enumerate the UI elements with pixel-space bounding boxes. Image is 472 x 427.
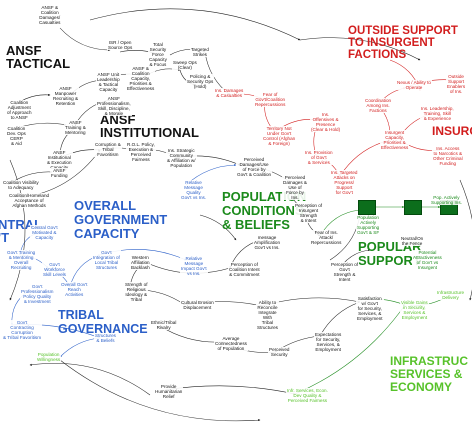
node-corruption-tribal: Corruption & Tribal Favoritism <box>94 142 122 157</box>
node-infra-delivery: Infrastructure Delivery <box>436 290 466 300</box>
node-rol-policy: R.O.L. Policy, Execution & Perceived Fai… <box>126 142 156 162</box>
node-satisfaction: Satisfaction w/ Gov't for Security, Serv… <box>356 296 384 321</box>
node-western-backlash: Western Affiliation Backlash <box>130 255 151 270</box>
node-coalition-visibility: Coalition Visibility to Adequacy <box>2 180 40 190</box>
node-sweep-ops: Sweep Ops (Clear) <box>172 60 198 70</box>
node-gov-workforce: Gov't Workforce Skill Levels <box>42 262 67 277</box>
causal-arrow <box>199 214 237 241</box>
section-ansf-institutional: ANSF INSTITUTIONAL <box>100 112 199 140</box>
node-coalition-leadership: Coalition Dev. Ops CERP & Aid <box>6 126 27 146</box>
node-coalition-host-nation: Coalition/Homeland Acceptance of Afghan … <box>8 193 51 208</box>
node-coalition-tactical: Coalition Adjustment of Approach to ANSF <box>6 100 33 120</box>
node-relative-message: Relative Message Quality Gov't vs Ins. <box>180 180 208 200</box>
node-ins-provision: Ins. Provision of Gov't & Services <box>304 150 334 165</box>
node-ansf-funding: ANSF Funding <box>50 168 69 178</box>
stock-box-neutral <box>404 200 422 215</box>
node-narcotics: Ins. Access to Narcotics & Other Crimina… <box>432 146 464 166</box>
node-neutral-fence: Neutral/On the Fence <box>400 236 425 246</box>
causal-arrow <box>299 37 421 61</box>
causal-arrow <box>29 362 151 396</box>
node-perception-insurgent: Perception of Insurgent Strength & Inten… <box>294 203 324 223</box>
node-ansf-coalition-capacity: ANSF & Coalition Capacity, Priorities & … <box>126 66 156 91</box>
node-perceived-damages-ins: Perceived Damages & Use of Force by Ins. <box>282 175 309 200</box>
node-ansf-institutional-capacity: ANSF Institutional & Execution Capacity <box>46 150 73 170</box>
node-gov-contracting: Gov't Contracting Corruption & Tribal Fa… <box>2 320 43 340</box>
node-ansf-training: ANSF Training & Mentoring <box>64 120 87 135</box>
node-coordination-insurgent: Coordination Among Ins. Factions <box>364 98 393 113</box>
node-ansf-manpower: ANSF Manpower Recruiting & Retention <box>52 86 80 106</box>
node-total-security-force: Total Security Force Capacity & Focus <box>148 42 168 67</box>
node-ins-strategic: Ins. Strategic Community & Affiliation w… <box>166 148 197 168</box>
node-ethnic-tribal: Ethnic/Tribal Rivalry <box>150 320 178 330</box>
node-expectations: Expectations for Security, Services, & E… <box>314 332 343 352</box>
node-provide-humanitarian: Provide Humanitarian Relief <box>154 384 184 399</box>
causal-arrow <box>89 8 301 41</box>
node-overall-gov-reach: Overall Gov't Reach Activities <box>60 282 89 297</box>
stock-box-pro-government <box>358 200 376 215</box>
node-perceived-security: Perceived Security <box>268 347 291 357</box>
node-ansf-unit-leadership: ANSF Unit Leadership & Tactical Capacity <box>96 72 121 92</box>
causal-arrow <box>294 304 406 395</box>
node-tribal-structure: Structures & Beliefs <box>94 333 117 343</box>
node-ins-offensives: Ins. Offensives & Presence (Clear & Hold… <box>310 112 342 132</box>
node-perceived-damages: Perceived Damages/Use of Force by Gov't … <box>236 157 273 177</box>
node-insurgent-capacity: Insurgent Capacity, Priorities & Effecti… <box>380 130 410 150</box>
node-targeted-strikes: Targeted Strikes <box>190 47 210 57</box>
node-ins-leadership: Ins. Leadership, Training, Skill & Exper… <box>420 106 455 121</box>
node-gov-strength: Perception of Gov't Strength & Intent <box>330 262 360 282</box>
node-ability-reconcile: Ability to Reconcile Integrate With Trib… <box>256 300 279 330</box>
section-ansf-tactical: ANSF TACTICAL <box>6 43 71 71</box>
node-gov-professionalism: Gov't Professionalism Policy Quality & I… <box>20 284 55 304</box>
causal-arrow <box>319 301 361 337</box>
section-tribal-governance: TRIBAL GOVERNANCE <box>58 308 148 336</box>
node-average-connectedness: Average Connectedness of Population <box>214 336 248 351</box>
node-infra-services: Infr. Services, Econ. Dev Quality & Perc… <box>286 388 329 403</box>
node-policing-security: Policing & Security Ops (Hold) <box>186 74 215 89</box>
node-cultural-erosion: Cultural Erosion Displacement <box>180 300 215 310</box>
node-potential-attractiveness: Potential Attractiveness of Gov't vs Ins… <box>412 250 443 270</box>
node-pop-willingness: Population Willingness <box>36 352 62 362</box>
node-visible-gains: Visible Gains in Security, Services & Em… <box>400 300 429 320</box>
node-nexus-ability: Nexus / Ability to Operate <box>396 80 432 90</box>
node-strength-religious: Strength of Religious Ideology & Tribal <box>124 282 149 302</box>
node-gov-training: Gov't Training & Mentoring Overall Recru… <box>6 250 37 270</box>
node-central-govt-node: Central Gov't Motivated & Capacity <box>30 225 59 240</box>
node-popular-activity-ins: Pop. Actively Supporting Ins. <box>430 195 463 205</box>
node-territory-not-under: Territory Not Under Gov't Control (Afgha… <box>262 126 297 146</box>
node-isr-open-source: ISR / Open Source Ops <box>107 40 134 50</box>
section-infrastructure: INFRASTRUC SERVICES & ECONOMY <box>390 354 468 394</box>
node-ins-targeted-attacks: Ins. Targeted Attacks on Progress/ Suppo… <box>330 170 359 195</box>
node-ansf-professionalism: ANSF Professionalism, Skill, Discipline,… <box>96 96 132 116</box>
causal-arrow <box>164 385 296 395</box>
node-fear-ins: Fear of Ins. Attack/ Repercussions <box>310 230 343 245</box>
node-gov-integration: Gov't Integration of Local Tribal Struct… <box>92 250 121 270</box>
causal-arrow <box>459 179 472 301</box>
node-ansf-coalition-damages: ANSF & Coalition Damages/ Casualties <box>38 5 62 25</box>
node-message-amp: message Amplification Gov't vs Ins. <box>253 235 282 250</box>
causal-arrow <box>59 359 261 422</box>
node-fear-gov-coalition: Fear of Gov't/Coalition Repercussions <box>254 92 287 107</box>
node-relative-message-2: Relative Message Impact Gov't vs Ins. <box>180 256 208 276</box>
causal-arrow <box>59 27 111 52</box>
section-insurgents: INSURG <box>432 124 472 138</box>
causal-arrow <box>9 159 26 301</box>
node-ins-damages: Ins. Damages & Casualties <box>214 88 245 98</box>
section-outside-support: OUTSIDE SUPPORT TO INSURGENT FACTIONS <box>348 25 458 61</box>
node-perception-intent: Perception of Coalition Intent & Commitm… <box>228 262 261 277</box>
node-outside-support-enablers: Outside Support Enablers of Ins. <box>446 74 467 94</box>
section-overall-government-capacity: OVERALL GOVERNMENT CAPACITY <box>74 198 168 241</box>
node-popular-activity-govt: Population Actively Supporting Gov't & S… <box>356 215 381 235</box>
